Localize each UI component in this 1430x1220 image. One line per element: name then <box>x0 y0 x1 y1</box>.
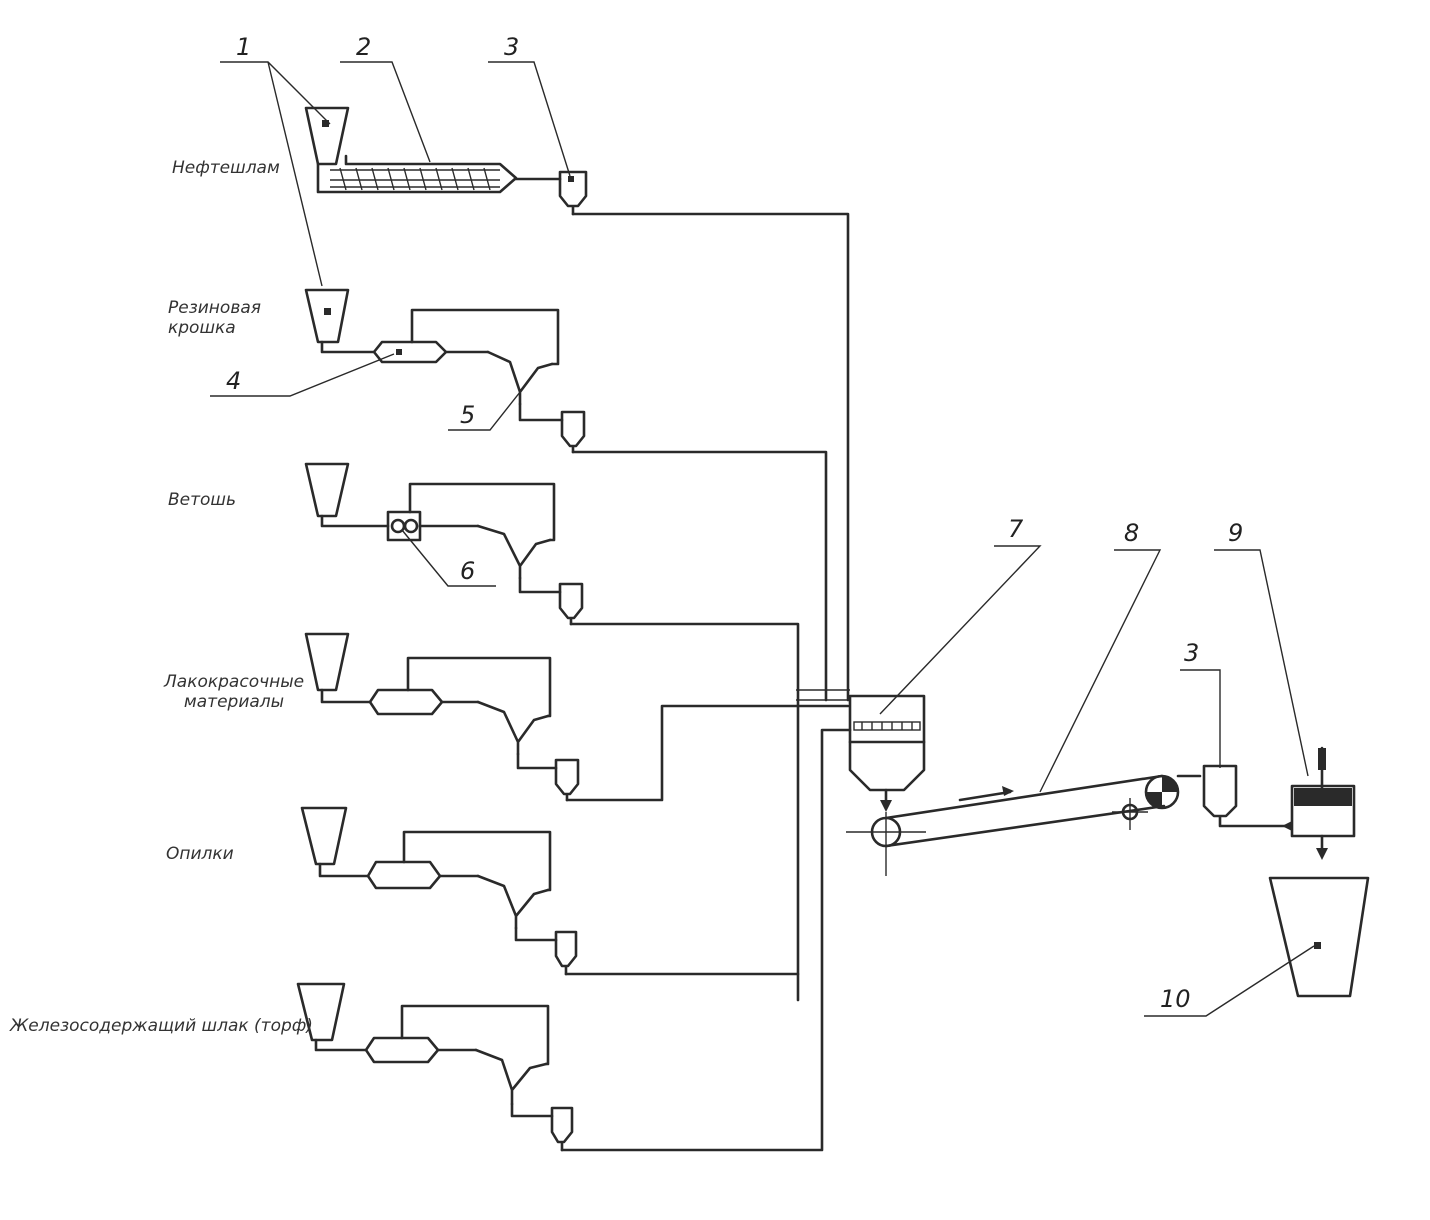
hopper-icon <box>304 288 350 344</box>
hopper-icon <box>304 632 350 692</box>
separator-icon <box>486 350 554 406</box>
callout-leaders <box>210 61 1315 1017</box>
row-rubber-crumb <box>304 288 828 702</box>
callout-7: 7 <box>1008 515 1024 543</box>
mixer-icon <box>372 340 448 364</box>
mixing-tank <box>848 694 926 812</box>
separator-icon <box>476 700 550 756</box>
hopper-icon <box>296 982 346 1042</box>
row-iron-slag <box>296 728 852 1152</box>
mixer-icon <box>366 860 442 890</box>
callout-8: 8 <box>1124 519 1140 547</box>
dispenser-icon <box>550 1106 574 1152</box>
hopper-icon <box>304 462 350 518</box>
callout-1: 1 <box>236 33 252 61</box>
callout-6: 6 <box>460 557 476 585</box>
callout-5: 5 <box>460 401 476 429</box>
callout-10: 10 <box>1160 985 1191 1013</box>
label-iron-slag: Железосодержащий шлак (торф) <box>10 1016 313 1036</box>
label-oil-sludge: Нефтешлам <box>172 158 280 178</box>
screw-conveyor-icon <box>316 154 518 194</box>
mixer-icon <box>368 688 444 716</box>
callout-4: 4 <box>226 367 242 395</box>
belt-conveyor <box>846 774 1202 876</box>
dispenser-icon <box>558 582 584 626</box>
label-sawdust: Опилки <box>166 844 234 864</box>
label-rubber-crumb: Резиновая крошка <box>168 298 261 338</box>
mixer-icon <box>364 1036 440 1064</box>
label-paint-materials: Лакокрасочные материалы <box>164 672 305 712</box>
separator-icon <box>476 874 550 930</box>
shredder-icon <box>386 510 422 542</box>
hopper-icon <box>300 806 348 866</box>
dispenser-icon <box>554 930 578 976</box>
dispenser-icon <box>554 758 580 802</box>
separator-icon <box>474 1048 548 1106</box>
tank-icon <box>848 694 926 792</box>
hopper-icon <box>304 106 350 166</box>
row-sawdust <box>300 806 800 976</box>
callout-3-right: 3 <box>1184 639 1200 667</box>
callout-9: 9 <box>1228 519 1244 547</box>
bin-icon <box>1268 876 1370 998</box>
row-rags <box>304 462 800 1002</box>
callout-3: 3 <box>504 33 520 61</box>
dispenser-icon <box>560 410 586 454</box>
row-oil-sludge <box>304 106 850 702</box>
press <box>1282 746 1356 860</box>
separator-icon <box>476 524 552 580</box>
label-rags: Ветошь <box>168 490 236 510</box>
row-paint <box>304 632 850 802</box>
dispenser-icon <box>1202 764 1292 828</box>
callout-2: 2 <box>356 33 372 61</box>
dispenser-icon <box>558 170 588 216</box>
